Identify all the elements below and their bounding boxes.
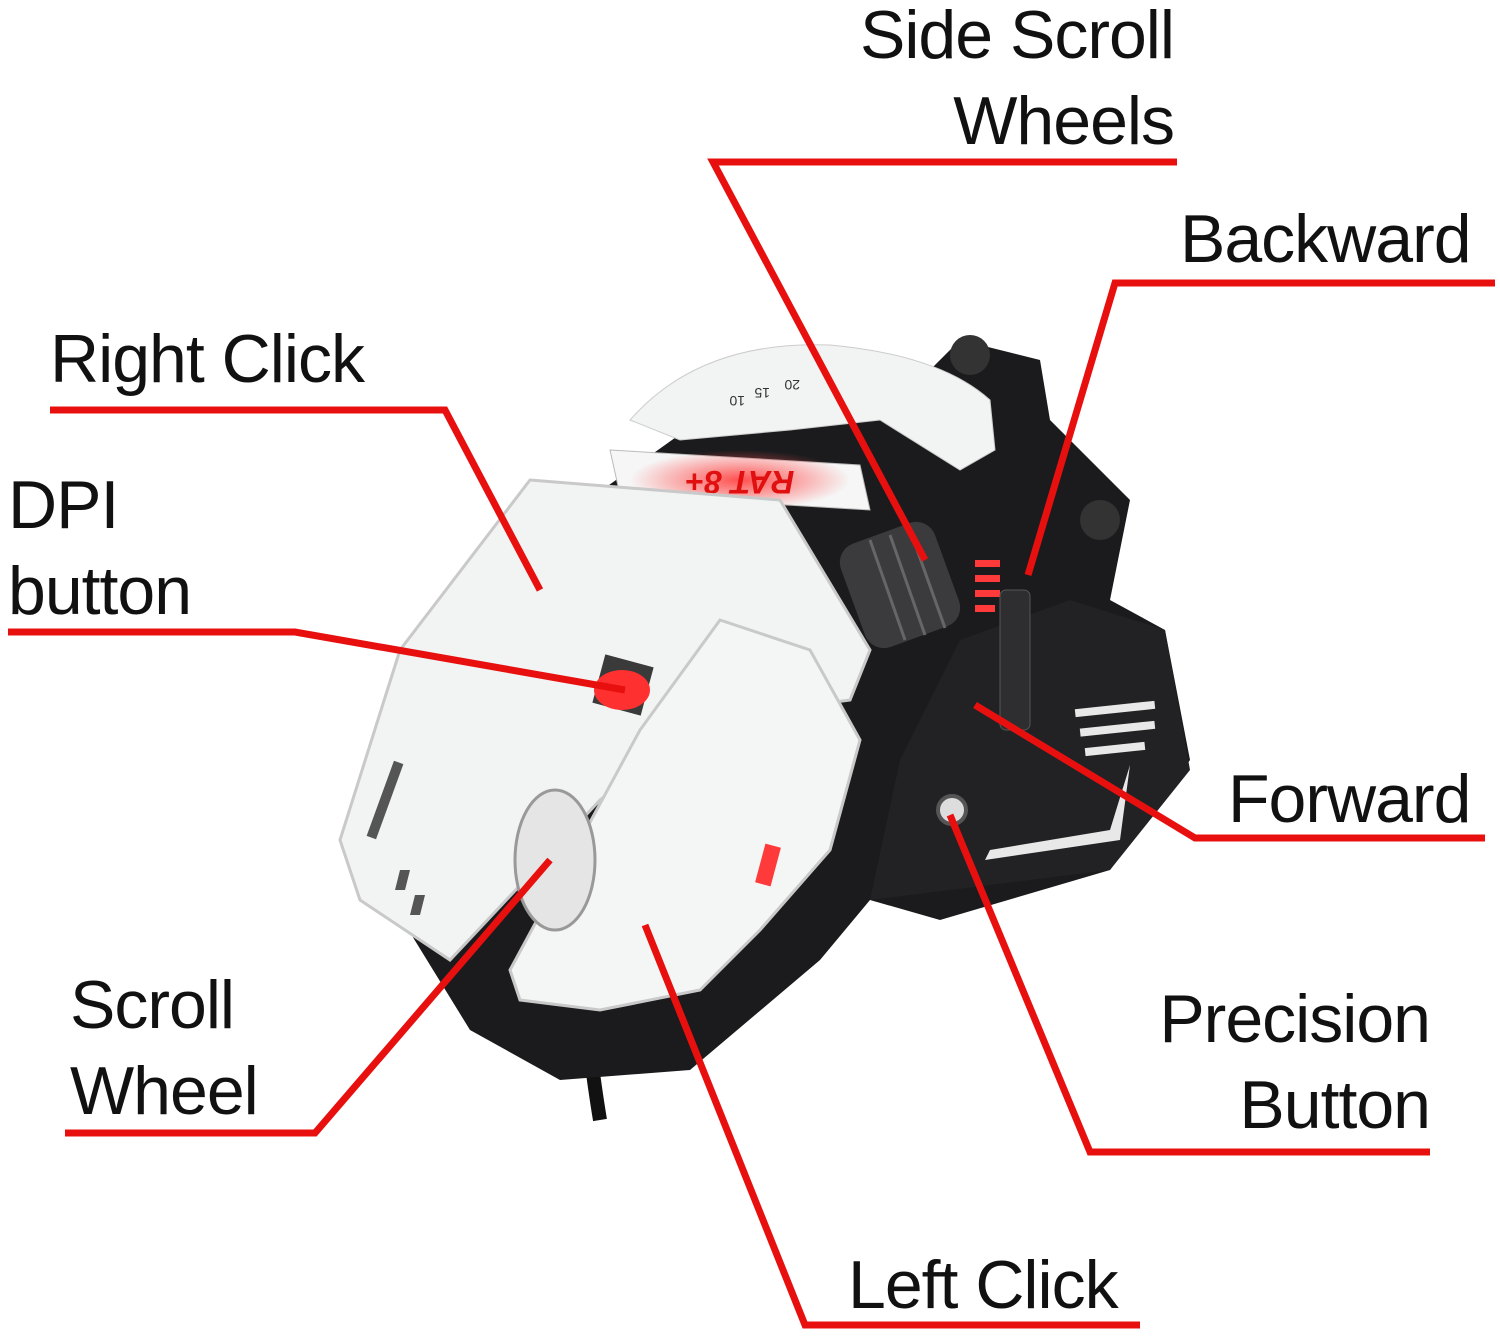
dial-mark: 20 — [784, 377, 800, 393]
side-stripes — [985, 700, 1156, 860]
scroll-wheel — [513, 788, 597, 932]
leader-right-click — [50, 406, 544, 592]
label-line: Button — [1239, 1067, 1431, 1143]
leader-side-scroll — [707, 158, 1177, 562]
leader-precision — [946, 813, 1430, 1156]
label-forward: Forward — [1228, 761, 1471, 837]
label-line: Precision — [1159, 981, 1431, 1057]
label-line: Scroll — [70, 967, 235, 1043]
dial-mark: 10 — [729, 393, 745, 409]
leader-dpi — [8, 628, 626, 694]
label-left-click: Left Click — [848, 1247, 1119, 1323]
leader-forward — [973, 702, 1485, 842]
right-click-button — [338, 478, 872, 962]
dial-mark: 15 — [754, 385, 770, 401]
side-buttons — [999, 589, 1031, 731]
label-scroll-wheel: Scroll Wheel — [70, 962, 259, 1134]
label-line: Wheels — [953, 83, 1175, 159]
dial-marks: 20 15 10 — [729, 377, 800, 409]
palm-rest — [629, 344, 996, 471]
leader-scroll-wheel — [65, 857, 553, 1137]
leader-backward — [1024, 279, 1495, 576]
label-precision-button: Precision Button — [1159, 976, 1431, 1148]
label-line: Wheel — [70, 1053, 259, 1129]
side-scroll-wheel — [839, 521, 961, 649]
side-leds — [755, 560, 1000, 887]
label-dpi-button: DPI button — [8, 462, 192, 634]
label-right-click: Right Click — [50, 321, 365, 397]
label-line: DPI — [8, 467, 119, 543]
leader-lines — [8, 158, 1495, 1329]
leader-left-click — [641, 923, 1140, 1329]
label-line: Side Scroll — [859, 0, 1175, 73]
label-side-scroll-wheels: Side Scroll Wheels — [859, 0, 1175, 164]
label-backward: Backward — [1180, 201, 1472, 277]
label-line: button — [8, 553, 192, 629]
